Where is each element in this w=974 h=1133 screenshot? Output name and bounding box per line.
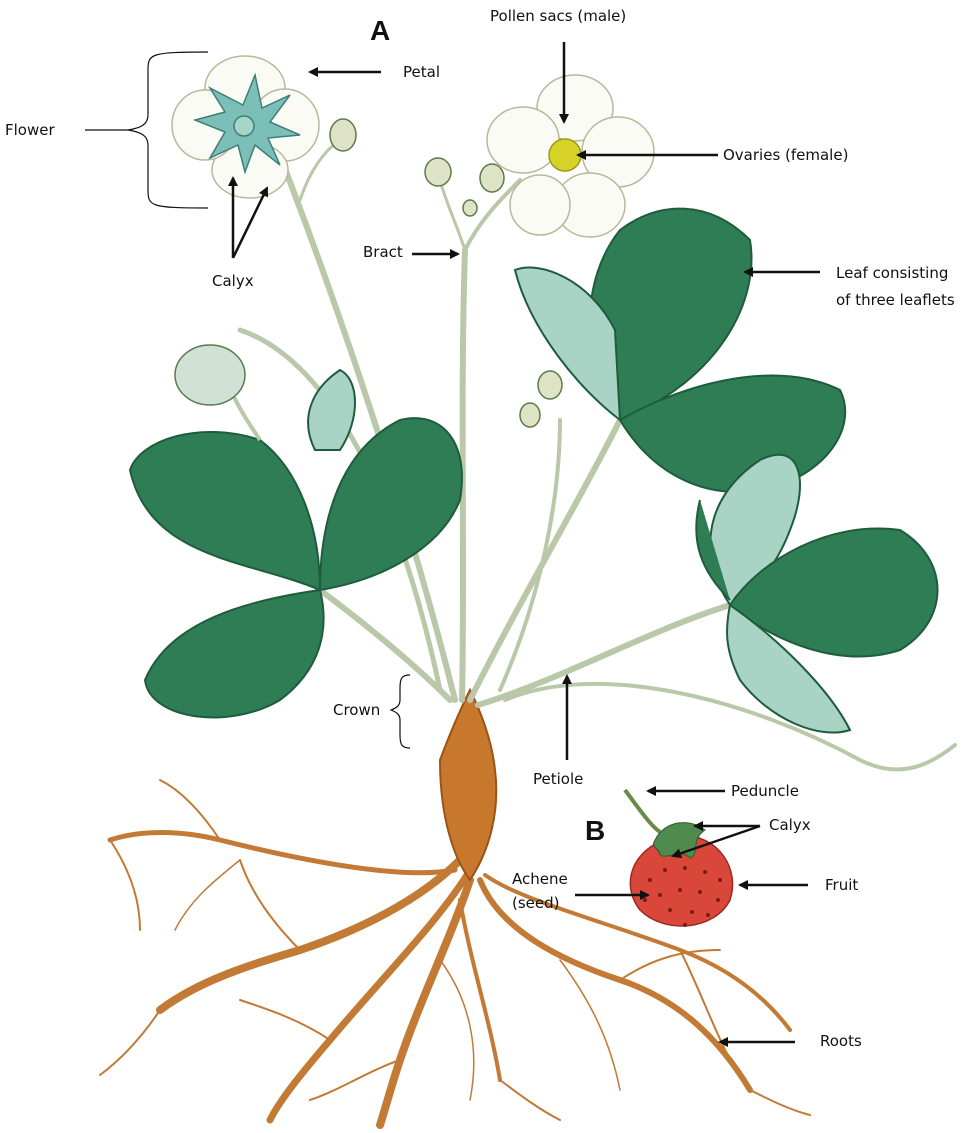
roots-label: Roots bbox=[820, 1032, 862, 1051]
bract-label: Bract bbox=[363, 243, 403, 262]
flower-back-view-drawing bbox=[172, 56, 319, 198]
panel-label-a: A bbox=[370, 15, 390, 47]
strawberry-fruit-drawing bbox=[625, 790, 733, 927]
fruit-label: Fruit bbox=[825, 876, 858, 895]
achene-label-line1: Achene bbox=[512, 870, 568, 889]
petal-label: Petal bbox=[403, 63, 440, 82]
calyx-fruit-label: Calyx bbox=[769, 816, 811, 835]
peduncle-label: Peduncle bbox=[731, 782, 799, 801]
crown-label: Crown bbox=[333, 701, 380, 720]
leaf-label-line2: of three leaflets bbox=[836, 291, 955, 310]
panel-label-b: B bbox=[585, 815, 605, 847]
ovaries-label: Ovaries (female) bbox=[723, 146, 848, 165]
achene-label-line2: (seed) bbox=[512, 894, 560, 913]
petiole-label: Petiole bbox=[533, 770, 583, 789]
leaf-label-line1: Leaf consisting bbox=[836, 264, 948, 283]
crown-brace bbox=[391, 675, 410, 748]
right-leaflets-drawing bbox=[515, 209, 938, 733]
crown-drawing bbox=[440, 690, 496, 880]
flower-label: Flower bbox=[5, 121, 55, 140]
calyx-flower-label: Calyx bbox=[212, 272, 254, 291]
pollen-sacs-label: Pollen sacs (male) bbox=[490, 7, 626, 26]
